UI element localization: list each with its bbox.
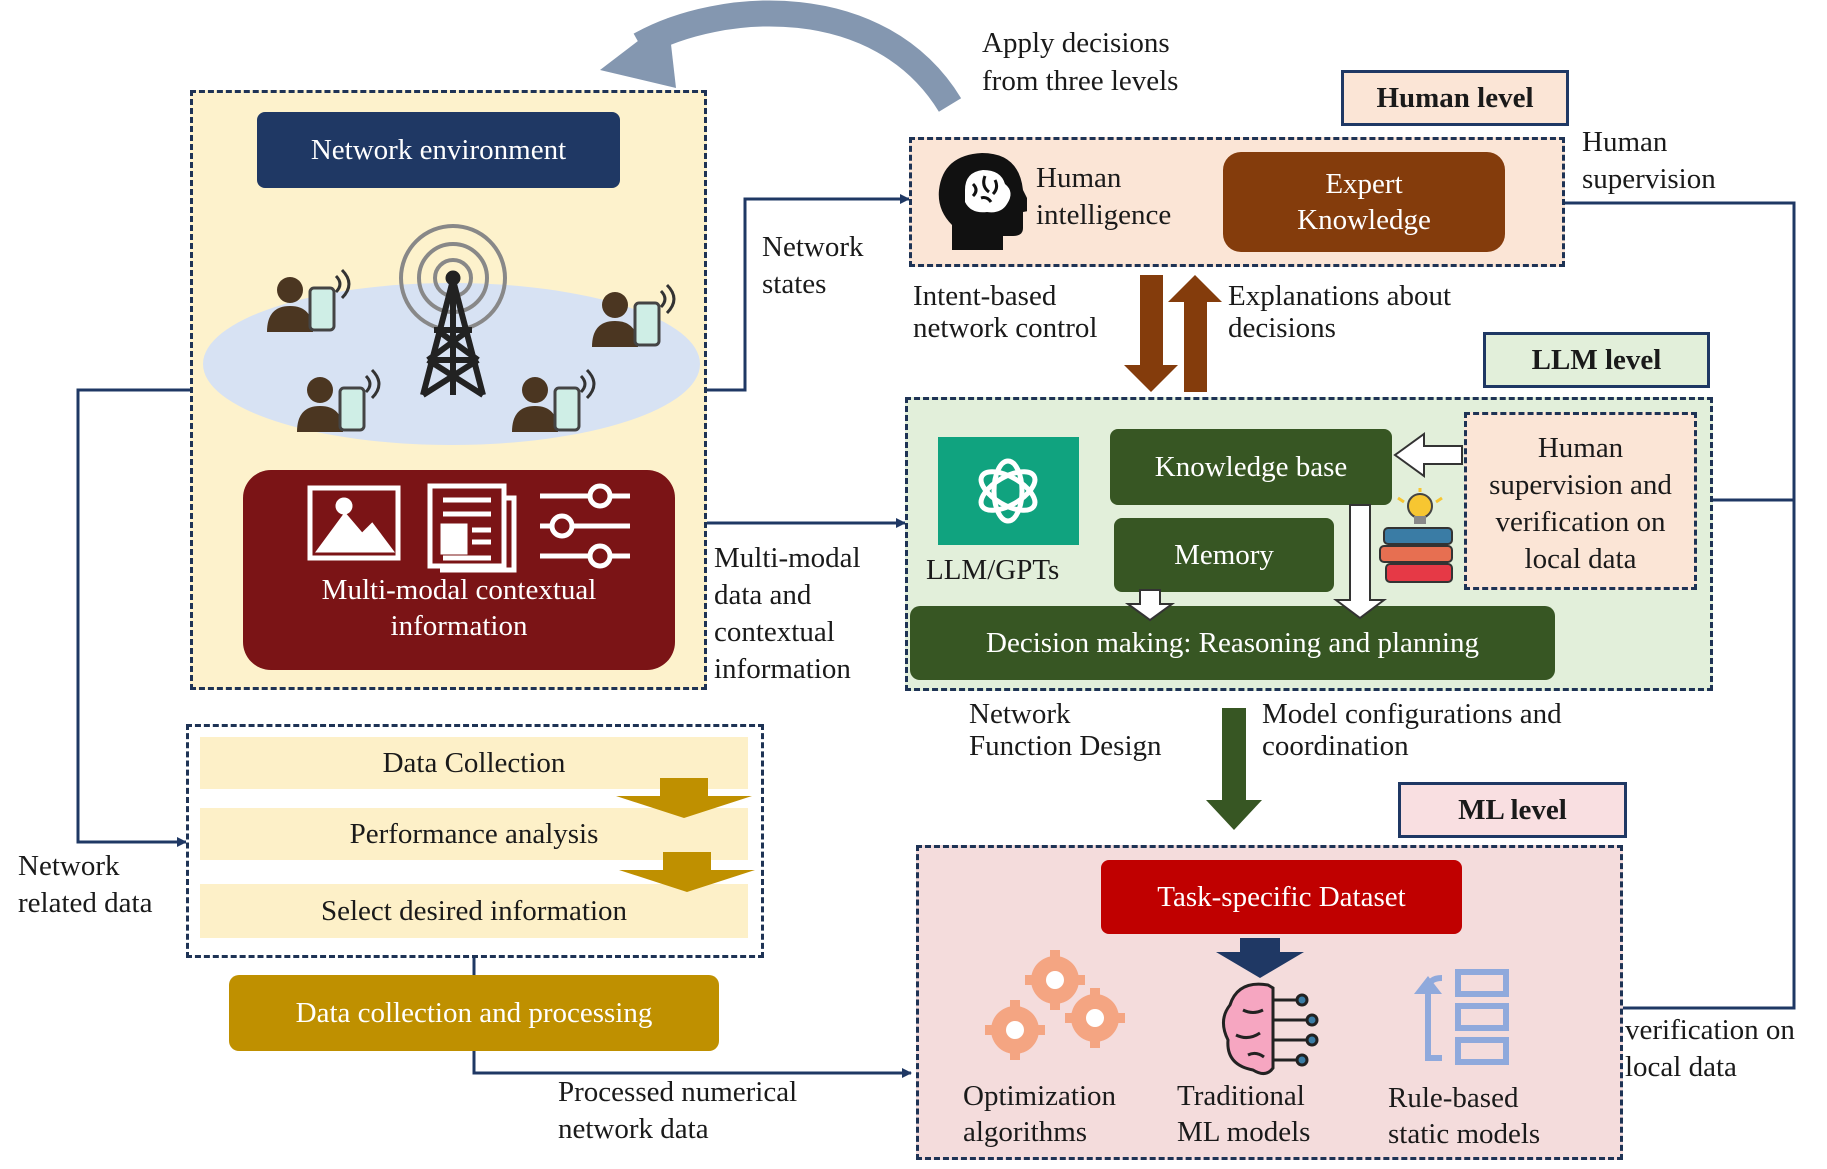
model-config-label: Model configurations and coordination [1262, 698, 1562, 762]
network-scene [267, 224, 676, 432]
document-icon [427, 483, 517, 573]
sliders-icon [540, 483, 630, 569]
apply-decisions-label: Apply decisions from three levels [982, 27, 1179, 97]
network-states-line [707, 194, 910, 392]
human-level-tag: Human level [1341, 70, 1569, 126]
network-states-label: Network states [762, 231, 864, 300]
human-head-icon [938, 153, 1027, 250]
task-specific-dataset-box: Task-specific Dataset [1101, 860, 1462, 934]
knowledge-base-box: Knowledge base [1110, 429, 1392, 505]
llm-gpts-label: LLM/GPTs [926, 554, 1060, 586]
model-traditional-ml-label: Traditional ML models [1177, 1080, 1311, 1148]
network-related-line [76, 388, 190, 847]
network-related-label: Network related data [18, 850, 153, 919]
human-verification-panel [1464, 412, 1697, 590]
human-intelligence-label: Human intelligence [1036, 162, 1172, 231]
data-collection-processing-button: Data collection and processing [229, 975, 719, 1051]
explanation-up-arrow [1168, 275, 1222, 392]
brain-circuit-icon [1222, 982, 1319, 1075]
cell-tower-icon [399, 224, 507, 398]
apply-decisions-curved-arrow [633, 0, 962, 113]
books-lightbulb-icon [1379, 488, 1453, 583]
expert-knowledge-box: Expert Knowledge [1223, 152, 1505, 252]
multimodal-data-label: Multi-modal data and contextual informat… [714, 542, 861, 685]
ml-level-tag: ML level [1398, 782, 1627, 838]
model-optimization-label: Optimization algorithms [963, 1080, 1117, 1148]
function-design-label: Network Function Design [969, 698, 1162, 762]
pipeline-step-select-information: Select desired information [200, 884, 748, 938]
image-icon [307, 485, 401, 561]
verification-line [1621, 500, 1796, 1010]
gears-icon [985, 950, 1125, 1060]
multimodal-icons [307, 483, 630, 573]
pipeline-step-data-collection: Data Collection [200, 737, 748, 789]
chatgpt-logo-icon [938, 437, 1079, 545]
memory-box: Memory [1114, 518, 1334, 592]
processed-data-label: Processed numerical network data [558, 1076, 798, 1145]
pipeline-step-performance-analysis: Performance analysis [200, 808, 748, 860]
model-rule-based-label: Rule-based static models [1388, 1082, 1541, 1150]
user-with-phone-icon [267, 268, 351, 332]
rule-list-icon [1414, 969, 1509, 1065]
llm-to-ml-arrow [1206, 708, 1262, 830]
human-supervision-line [1565, 201, 1796, 505]
decision-making-box: Decision making: Reasoning and planning [910, 606, 1555, 680]
user-with-phone-icon [592, 283, 676, 347]
user-with-phone-icon [512, 368, 596, 432]
llm-level-tag: LLM level [1483, 332, 1710, 388]
intent-control-label: Intent-based network control [913, 280, 1098, 344]
human-supervision-label: Human supervision [1582, 126, 1716, 195]
verification-label: verification on local data [1625, 1014, 1795, 1083]
network-environment-title: Network environment [257, 112, 620, 188]
human-verification-label: Human supervision and verification on lo… [1489, 432, 1672, 575]
explanations-label: Explanations about decisions [1228, 280, 1452, 344]
user-with-phone-icon [297, 368, 381, 432]
intent-down-arrow [1124, 275, 1178, 392]
multimodal-context-label: Multi-modal contextual information [321, 574, 597, 642]
apply-decisions-arrowhead [600, 18, 676, 88]
